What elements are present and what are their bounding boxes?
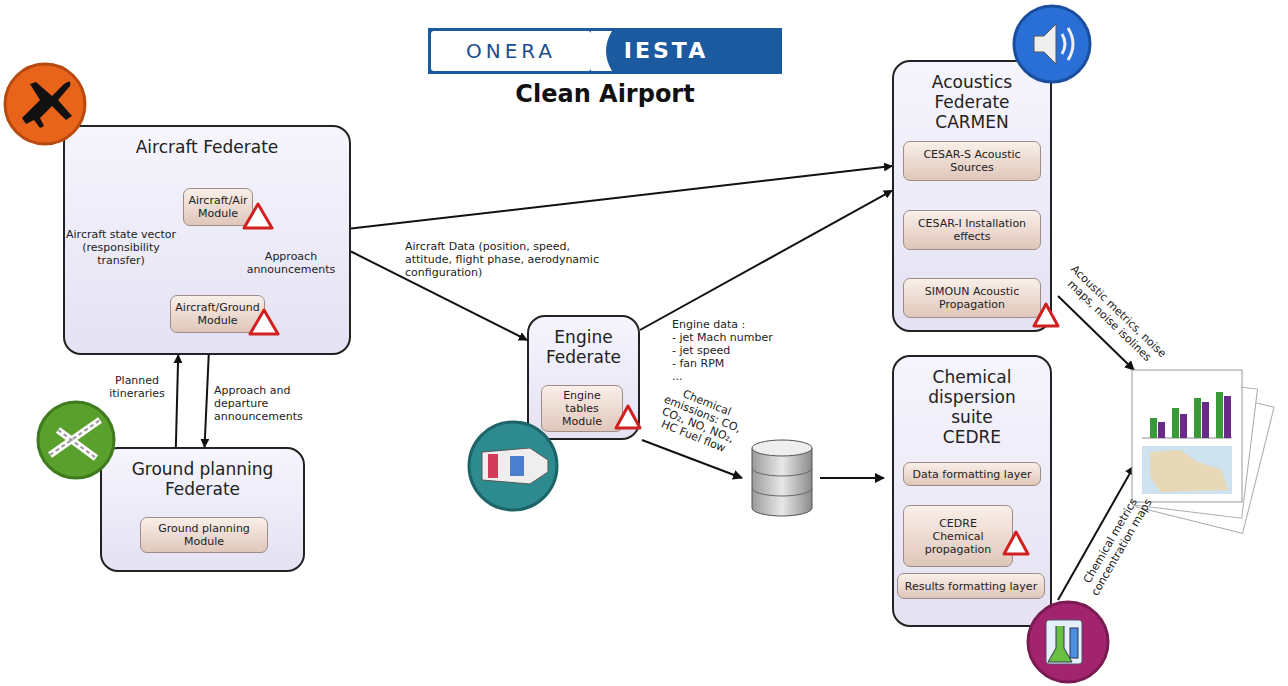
module-label: CESAR-S Acoustic Sources <box>908 148 1036 174</box>
diagram-title: Clean Airport <box>515 80 694 108</box>
connector-arrow <box>205 355 209 447</box>
federate-box: Engine FederateEngine tables Module <box>527 315 640 440</box>
federate-title: Ground planning Federate <box>118 459 288 499</box>
module-label: SIMOUN Acoustic Propagation <box>908 285 1036 311</box>
logo-band <box>428 28 782 74</box>
federate-title: Chemical dispersion suite CEDRE <box>920 367 1025 447</box>
data-arrow <box>820 477 884 479</box>
module-box: CESAR-S Acoustic Sources <box>903 141 1041 181</box>
module-box: Data formatting layer <box>903 462 1041 486</box>
connector-arrow <box>351 166 892 228</box>
edge-label-line: ... <box>672 370 790 383</box>
edge-label-line: - fan RPM <box>672 357 790 370</box>
report-icon <box>1132 370 1274 533</box>
federate-title: Acoustics Federate CARMEN <box>917 72 1027 132</box>
module-box: SIMOUN Acoustic Propagation <box>903 278 1041 318</box>
connector-arrow <box>640 191 892 330</box>
federate-title: Aircraft Federate <box>65 137 349 157</box>
module-label: Results formatting layer <box>905 580 1037 593</box>
module-box: Aircraft/Ground Module <box>170 295 265 333</box>
module-label: CEDRE Chemical propagation <box>918 517 998 556</box>
edge-label: Approach announcements <box>243 250 339 276</box>
module-label: Ground planning Module <box>145 522 263 548</box>
connector-arrow <box>176 355 178 447</box>
edge-label: Aircraft state vector (responsibility tr… <box>66 228 176 267</box>
edge-label: Engine data : - jet Mach number - jet sp… <box>672 318 790 383</box>
edge-label-line: - jet Mach number <box>672 331 790 344</box>
module-label: Aircraft/Air Module <box>188 194 248 220</box>
module-box: Aircraft/Air Module <box>183 188 253 226</box>
federate-title: Engine Federate <box>536 327 631 367</box>
module-box: Engine tables Module <box>541 385 623 432</box>
database-symbol <box>752 440 812 516</box>
edge-label: Approach and departure announcements <box>214 384 318 423</box>
module-label: Aircraft/Ground Module <box>175 301 260 327</box>
module-box: Ground planning Module <box>140 517 268 553</box>
logo-text: IESTA <box>611 38 721 64</box>
logo-text: ONERA <box>436 39 586 63</box>
module-box: CEDRE Chemical propagation <box>903 505 1013 567</box>
module-box: CESAR-I Installation effects <box>903 210 1041 250</box>
edge-label-line: Engine data : <box>672 318 790 331</box>
federate-box: Ground planning FederateGround planning … <box>100 447 305 572</box>
module-label: Engine tables Module <box>546 389 618 428</box>
flow-label: Acoustic metrics, noise maps, noise isol… <box>1055 258 1174 374</box>
federate-box: Chemical dispersion suite CEDRE Data form… <box>892 355 1052 627</box>
flow-label: Chemical metrics concentration maps <box>1077 489 1156 599</box>
module-label: CESAR-I Installation effects <box>908 217 1036 243</box>
edge-label: Aircraft Data (position, speed, attitude… <box>405 240 605 279</box>
module-box: Results formatting layer <box>897 573 1045 599</box>
module-label: Data formatting layer <box>913 468 1032 481</box>
edge-label-line: - jet speed <box>672 344 790 357</box>
federate-box: Acoustics Federate CARMEN CESAR-S Acousti… <box>892 60 1052 332</box>
edge-label: Planned itineraries <box>106 374 168 400</box>
